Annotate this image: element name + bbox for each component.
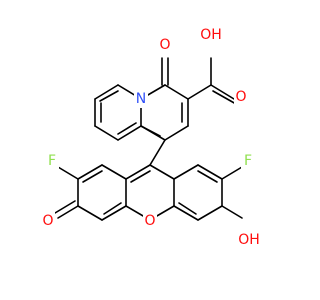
label-mask (143, 212, 157, 230)
bond (130, 170, 151, 183)
atom-label-bridge-oxygen: O (144, 213, 155, 229)
atom-label-fluorine-right: F (244, 153, 252, 169)
atom-label-acid-hydroxyl: OH (200, 27, 222, 43)
atom-labels: O OH O N F F O O OH (41, 26, 262, 248)
label-mask (234, 88, 248, 106)
bond (54, 200, 76, 214)
bond (221, 166, 243, 180)
label-mask (198, 26, 224, 44)
label-mask (236, 222, 262, 240)
bond (77, 164, 103, 180)
label-mask (241, 152, 255, 170)
bond (94, 125, 119, 141)
bond (173, 164, 199, 180)
bond (164, 125, 189, 141)
molecule-structure-diagram: O OH O N F F O O OH (41, 26, 262, 248)
atom-label-phenol-hydroxyl: OH (238, 232, 260, 248)
bond (164, 84, 189, 100)
bond (99, 90, 119, 102)
label-mask (158, 36, 172, 54)
bond (197, 170, 218, 183)
atom-label-ketone-oxygen: O (159, 37, 170, 53)
bond (173, 205, 199, 221)
bond-lines (54, 57, 243, 221)
label-mask (45, 152, 59, 170)
atom-label-ring-nitrogen: N (136, 91, 146, 107)
bond (82, 170, 103, 183)
bond (125, 164, 151, 180)
bond (94, 84, 119, 100)
bond (187, 84, 212, 100)
bond (117, 125, 142, 141)
bond (140, 125, 161, 137)
atom-label-xanthone-oxygen: O (42, 213, 53, 229)
bond (197, 205, 223, 221)
label-mask (41, 212, 55, 230)
bond (101, 205, 127, 221)
bond (210, 84, 235, 100)
bond (178, 202, 197, 215)
bond (77, 205, 103, 221)
bond (117, 122, 137, 135)
bond (57, 166, 79, 180)
bond (57, 205, 79, 219)
bond (197, 164, 223, 180)
bond (103, 202, 122, 215)
label-mask (134, 90, 148, 108)
atom-label-fluorine-left: F (48, 153, 56, 169)
bond (149, 164, 175, 180)
atom-label-acid-carbonyl-oxygen: O (235, 89, 246, 105)
bond (101, 164, 127, 180)
bond (221, 205, 243, 219)
bond (212, 90, 237, 105)
bond (149, 139, 166, 166)
